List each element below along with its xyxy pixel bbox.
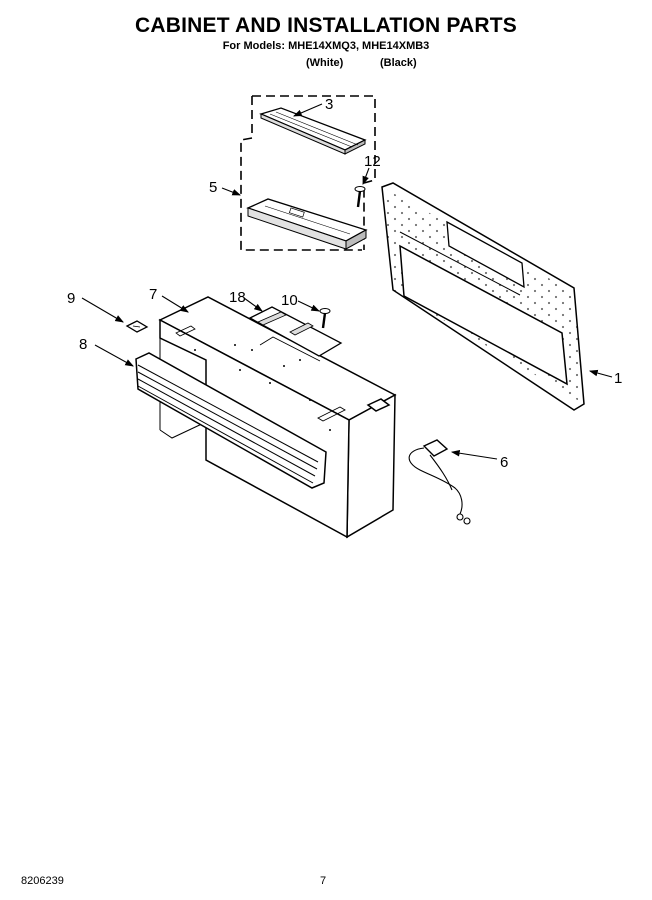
models-line: For Models: MHE14XMQ3, MHE14XMB3 — [222, 40, 430, 52]
callout-18: 18 — [229, 289, 246, 306]
callout-12: 12 — [364, 153, 381, 170]
leader-arrows — [81, 103, 613, 460]
part-18-bracket — [248, 306, 343, 362]
callout-5: 5 — [209, 179, 217, 196]
part-5-damper-tray — [246, 198, 368, 250]
part-6-sensor-harness — [408, 439, 471, 525]
part-12-screw — [354, 186, 366, 208]
part-9-clip — [125, 320, 149, 333]
callout-8: 8 — [79, 336, 87, 353]
callout-10: 10 — [281, 292, 298, 309]
part-8-vent-grille — [135, 352, 327, 489]
callout-3: 3 — [325, 96, 333, 113]
color-white-label: (White) — [306, 57, 344, 69]
part-3-vent-plate — [259, 107, 367, 155]
page-number: 7 — [320, 875, 327, 887]
dashed-kit-box — [240, 95, 376, 251]
color-black-label: (Black) — [380, 57, 417, 69]
callout-7: 7 — [149, 286, 157, 303]
part-10-screw — [319, 308, 331, 329]
callout-6: 6 — [500, 454, 508, 471]
page-title: CABINET AND INSTALLATION PARTS — [134, 14, 518, 37]
part-1-mounting-plate — [381, 182, 585, 411]
callout-9: 9 — [67, 290, 75, 307]
document-number: 8206239 — [21, 875, 64, 887]
callout-1: 1 — [614, 370, 622, 387]
